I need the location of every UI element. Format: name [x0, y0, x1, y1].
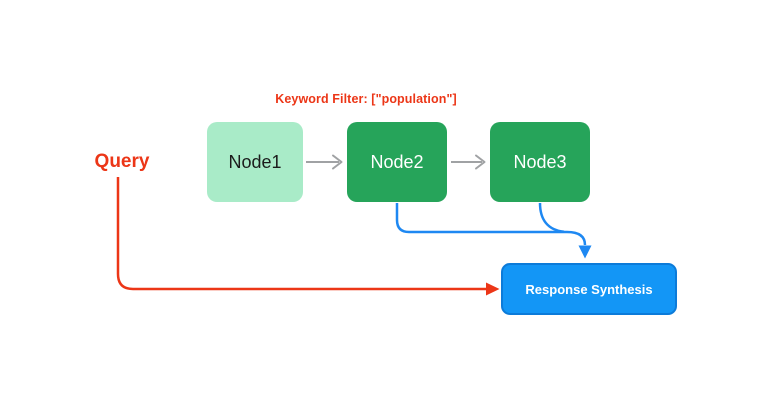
- arrow-node2-node3: [451, 154, 486, 170]
- query-label: Query: [94, 151, 150, 172]
- node1-label: Node1: [228, 151, 282, 172]
- node3-label: Node3: [513, 151, 567, 172]
- arrow-node2-response: [395, 203, 592, 259]
- keyword-filter-annotation: Keyword Filter: ["population"]: [275, 92, 457, 106]
- response-synthesis-label: Response Synthesis: [525, 281, 653, 297]
- arrow-node3-response: [538, 202, 565, 234]
- response-synthesis-box: Response Synthesis: [501, 263, 677, 315]
- node2-box: Node2: [347, 122, 447, 202]
- node3-box: Node3: [490, 122, 590, 202]
- arrow-query-response: [116, 177, 500, 296]
- node1-box: Node1: [207, 122, 303, 202]
- arrow-node1-node2: [306, 154, 343, 170]
- node2-label: Node2: [370, 151, 424, 172]
